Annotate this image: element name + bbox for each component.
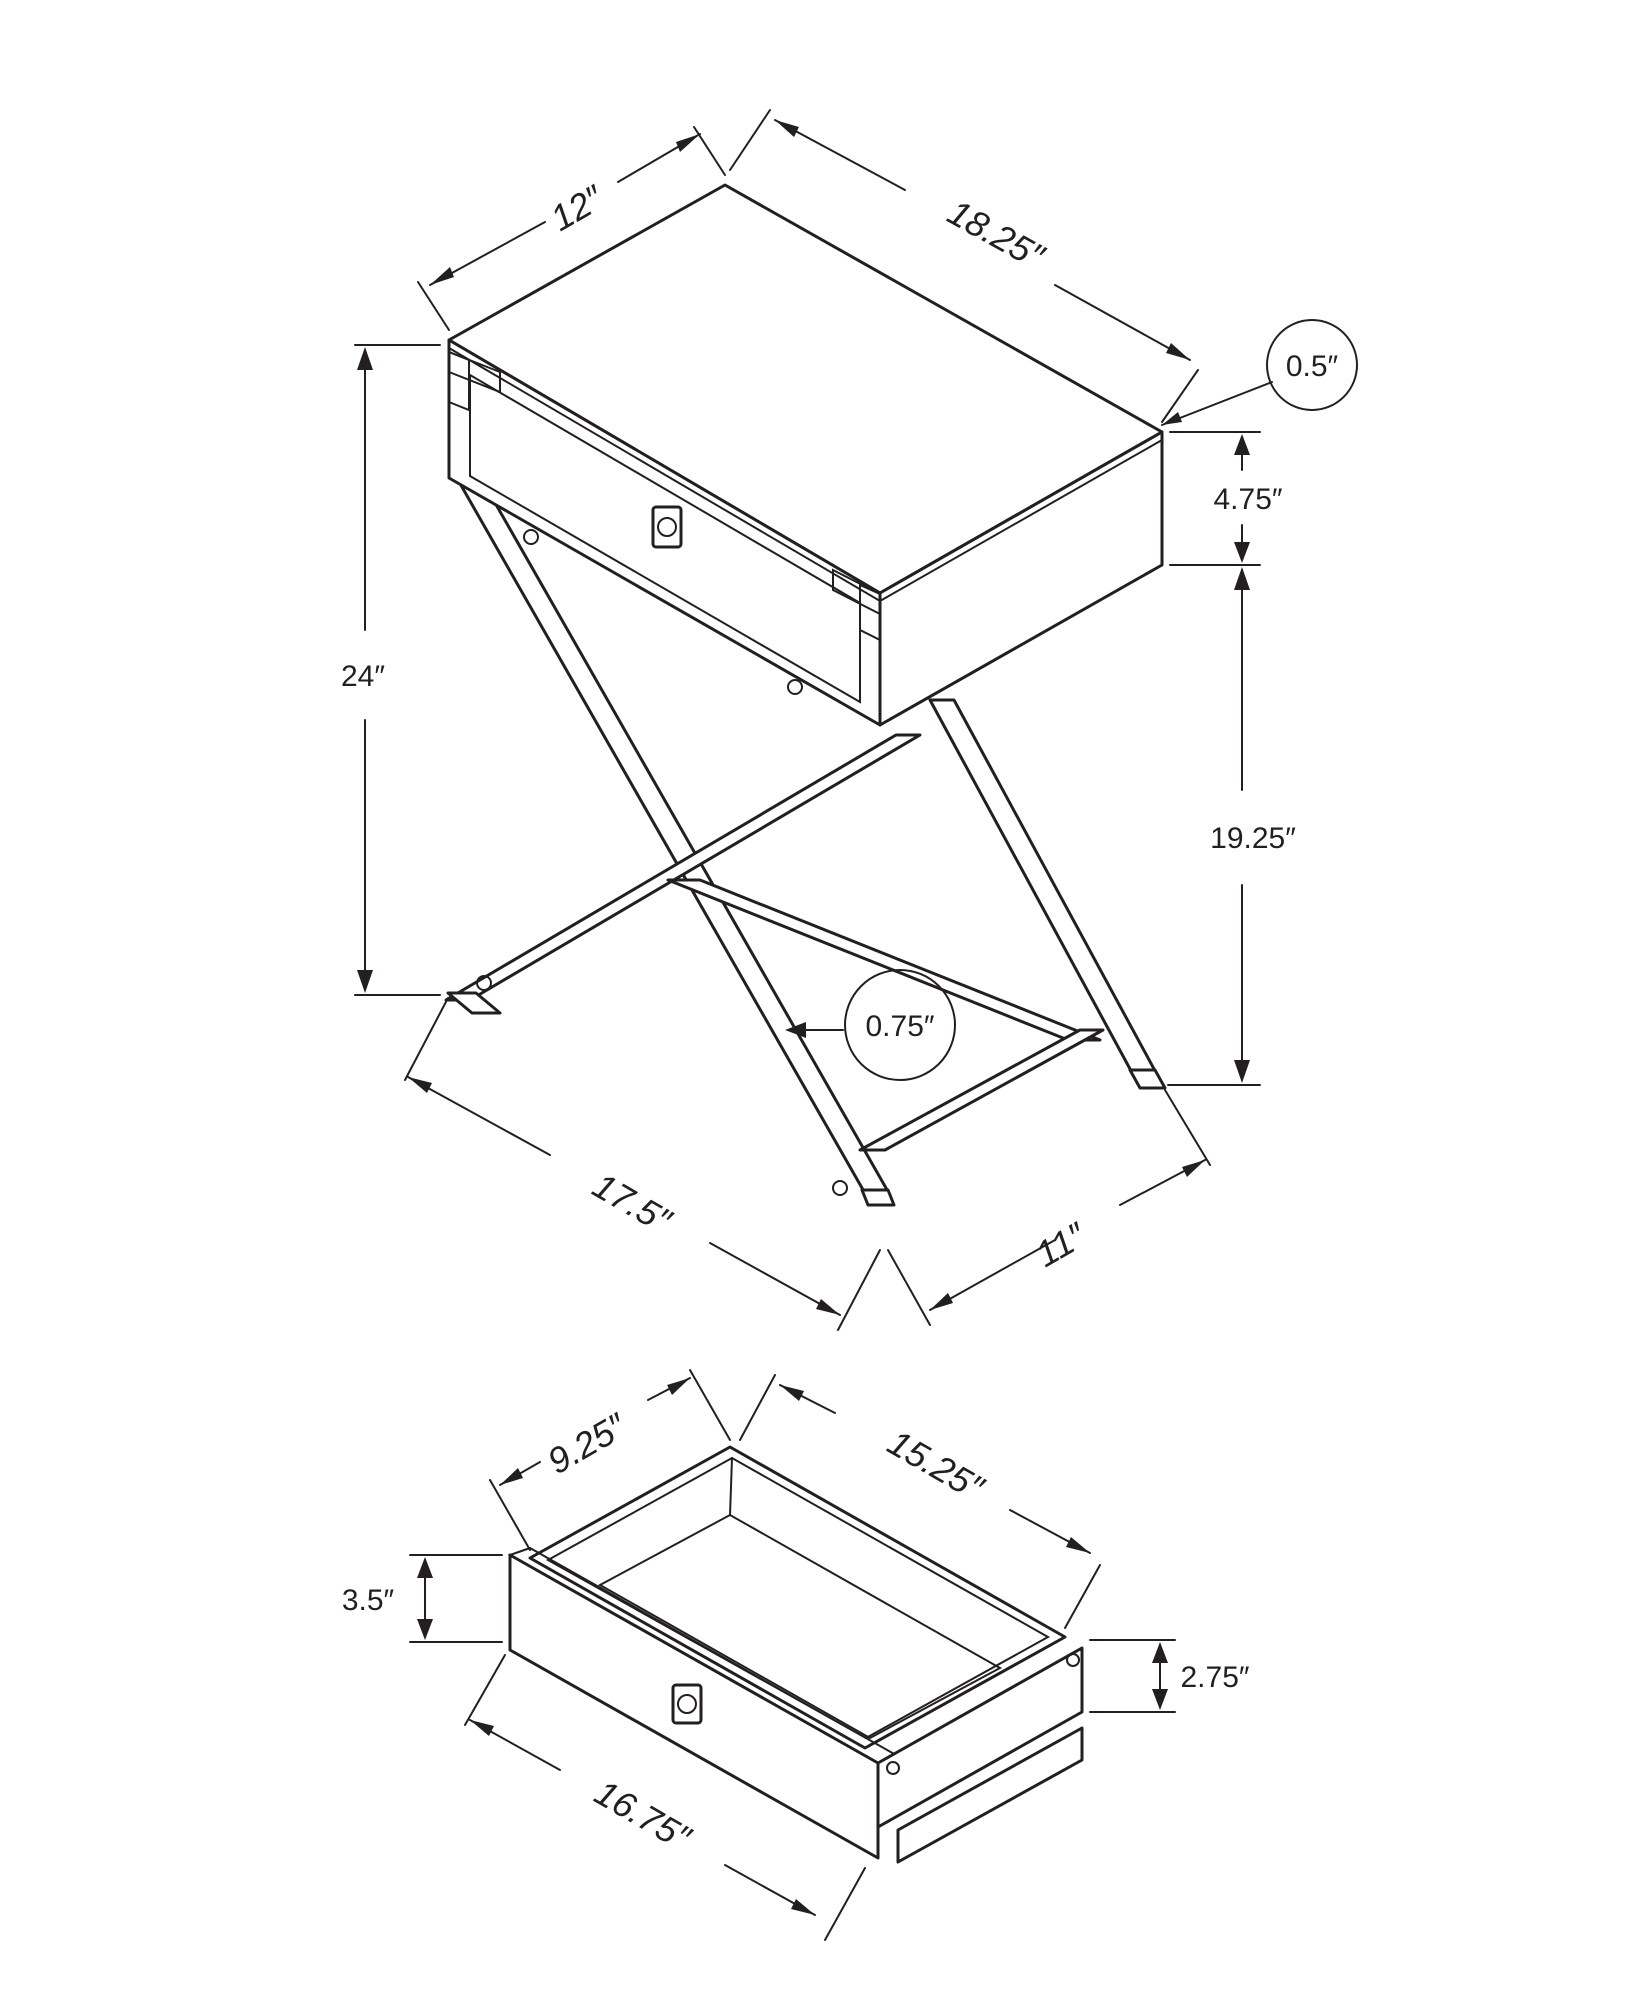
label-base-width: 11″ bbox=[1029, 1214, 1094, 1275]
label-drawer-box-height: 2.75″ bbox=[1180, 1661, 1249, 1694]
drawer-drawing bbox=[507, 1445, 1084, 1864]
label-base-length: 17.5″ bbox=[586, 1164, 679, 1242]
drawer-dimension-lines bbox=[409, 1369, 1176, 1941]
label-drawer-front-height: 3.5″ bbox=[342, 1584, 395, 1617]
label-table-width: 12″ bbox=[544, 176, 611, 239]
label-table-length: 18.25″ bbox=[941, 191, 1052, 277]
label-top-thickness: 0.5″ bbox=[1286, 350, 1339, 383]
label-leg-height: 19.25″ bbox=[1210, 822, 1296, 855]
table-dimension-lines bbox=[354, 109, 1358, 1331]
table-body bbox=[447, 183, 1164, 727]
label-leg-thickness: 0.75″ bbox=[865, 1010, 934, 1043]
side-table-drawing bbox=[444, 183, 1167, 1207]
label-total-height: 24″ bbox=[341, 660, 385, 693]
x-legs bbox=[444, 478, 1167, 1207]
label-drawer-height: 4.75″ bbox=[1213, 483, 1282, 516]
label-drawer-front-length: 16.75″ bbox=[588, 1771, 699, 1859]
label-drawer-depth: 9.25″ bbox=[541, 1404, 634, 1482]
label-drawer-length: 15.25″ bbox=[881, 1421, 992, 1509]
